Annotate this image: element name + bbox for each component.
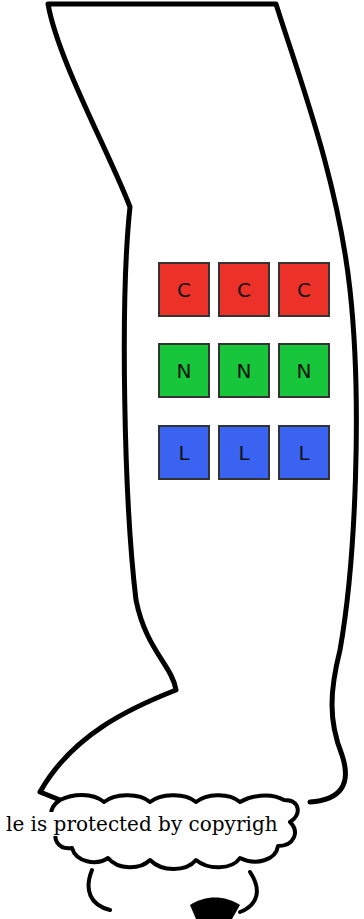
box-letter: L (298, 441, 309, 465)
box-letter: N (237, 359, 252, 383)
box-letter: C (297, 278, 311, 302)
box-letter: C (177, 278, 191, 302)
letter-box: N (278, 343, 330, 398)
letter-box: L (218, 425, 270, 480)
box-letter: C (237, 278, 251, 302)
letter-box: L (278, 425, 330, 480)
box-letter: L (238, 441, 249, 465)
letter-box: N (218, 343, 270, 398)
box-letter: N (177, 359, 192, 383)
box-letter: N (297, 359, 312, 383)
watermark: le is protected by copyrigh (4, 812, 280, 836)
letter-box: C (278, 262, 330, 317)
letter-box: N (158, 343, 210, 398)
letter-box: L (158, 425, 210, 480)
letter-box: C (218, 262, 270, 317)
box-letter: L (178, 441, 189, 465)
letter-box: C (158, 262, 210, 317)
